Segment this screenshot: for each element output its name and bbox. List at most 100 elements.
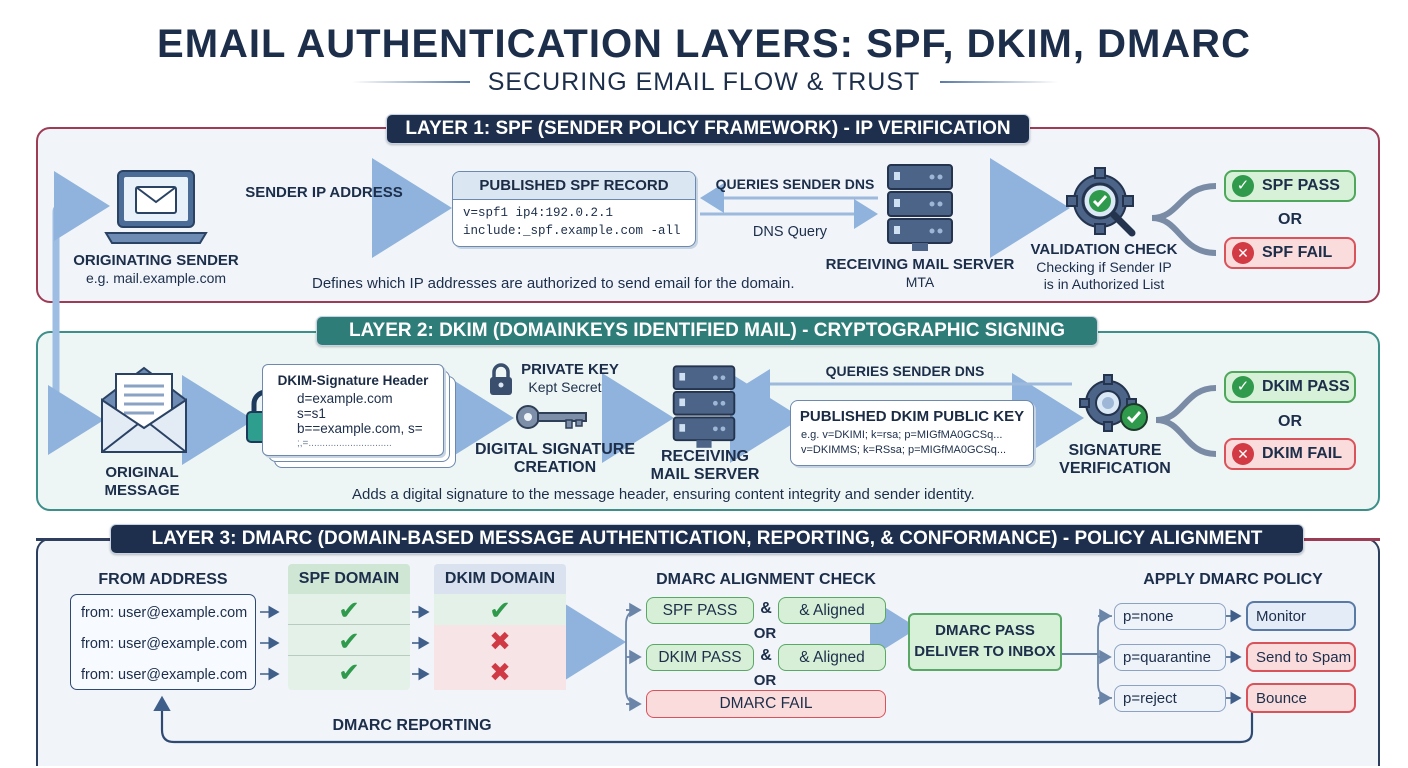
action-send-to-spam: Send to Spam: [1246, 642, 1356, 672]
message-label2: MESSAGE: [104, 482, 180, 499]
l1-branch-fail: [1151, 215, 1217, 256]
dkim-domain-header: DKIM DOMAIN: [434, 564, 566, 594]
dkim-pass-badge: ✓ DKIM PASS: [1224, 371, 1356, 403]
align-amp-1: &: [760, 600, 772, 617]
sender-label: ORIGINATING SENDER: [73, 252, 239, 269]
kept-secret-label: Kept Secret: [528, 379, 602, 395]
l2-server-label1: RECEIVING: [660, 448, 749, 465]
envelope-letter-icon: [98, 360, 190, 456]
spf-record-line2: include:_spf.example.com -all: [463, 224, 681, 238]
padlock-icon: [486, 362, 516, 396]
l1-server-label: RECEIVING MAIL SERVER: [825, 256, 1015, 273]
l2-server-label2: MAIL SERVER: [650, 466, 760, 483]
dkim-pass-text: DKIM PASS: [1262, 378, 1350, 395]
spf-record-card: PUBLISHED SPF RECORD v=spf1 ip4:192.0.2.…: [452, 171, 696, 247]
laptop-mail-icon: [104, 167, 208, 249]
dkim-domain-column: DKIM DOMAIN: [434, 564, 566, 690]
dkim-header-line2: s=s1: [297, 406, 326, 421]
policy-header: APPLY DMARC POLICY: [1143, 571, 1323, 588]
check-icon: ✓: [1232, 376, 1254, 398]
gear-magnifier-icon: [1064, 165, 1144, 243]
dkim-pubkey-title: PUBLISHED DKIM PUBLIC KEY: [799, 408, 1025, 425]
layer2-note: Adds a digital signature to the message …: [352, 486, 975, 503]
checkmark-icon: ✔: [338, 595, 360, 625]
l1-or: OR: [1278, 211, 1302, 228]
check-icon: ✓: [1232, 175, 1254, 197]
dkim-header-title: DKIM-Signature Header: [277, 373, 429, 388]
spf-record-line1: v=spf1 ip4:192.0.2.1: [463, 206, 614, 220]
server-icon-2: [668, 364, 740, 452]
dmarc-pass-box: DMARC PASS DELIVER TO INBOX: [908, 613, 1062, 671]
from-row: from: user@example.com: [81, 636, 248, 652]
spf-domain-column: SPF DOMAIN: [288, 564, 410, 690]
layer1-banner: LAYER 1: SPF (SENDER POLICY FRAMEWORK) -…: [386, 114, 1030, 144]
dkim-pubkey-line1: e.g. v=DKIMI; k=rsa; p=MIGfMA0GCSq...: [801, 429, 1003, 441]
validation-check-sub2: is in Authorized List: [1043, 276, 1165, 292]
spf-fail-badge: ✕ SPF FAIL: [1224, 237, 1356, 269]
l2-queries-label: QUERIES SENDER DNS: [825, 363, 985, 379]
cross-icon: ✕: [1232, 443, 1254, 465]
sender-sub: e.g. mail.example.com: [85, 270, 227, 286]
align-spf-pass: SPF PASS: [646, 597, 754, 624]
x-mark-icon: ✖: [489, 657, 511, 687]
validation-check-label: VALIDATION CHECK: [1030, 241, 1178, 258]
l2-branch-fail: [1155, 417, 1217, 457]
spf-fail-text: SPF FAIL: [1262, 244, 1333, 261]
align-dmarc-fail: DMARC FAIL: [646, 690, 886, 718]
private-key-label: PRIVATE KEY: [521, 361, 619, 378]
align-or-2: OR: [753, 672, 777, 689]
checkmark-icon: ✔: [338, 626, 360, 656]
dkim-fail-badge: ✕ DKIM FAIL: [1224, 438, 1356, 470]
spf-pass-badge: ✓ SPF PASS: [1224, 170, 1356, 202]
key-icon: [514, 402, 590, 432]
from-row: from: user@example.com: [81, 667, 248, 683]
gear-check-icon: [1078, 373, 1152, 437]
link-layer1-entry: [52, 171, 110, 400]
l1-branch-pass: [1151, 183, 1217, 221]
l1-queries-label: QUERIES SENDER DNS: [715, 176, 875, 192]
spf-record-title: PUBLISHED SPF RECORD: [453, 172, 695, 200]
l1-dns-query: DNS Query: [752, 224, 828, 240]
dkim-header-line4: ;,=..............................: [297, 438, 392, 449]
message-label1: ORIGINAL: [105, 464, 179, 481]
align-aligned-1: & Aligned: [778, 597, 886, 624]
dkim-header-card: DKIM-Signature Header d=example.com s=s1…: [262, 364, 444, 456]
align-dkim-pass: DKIM PASS: [646, 644, 754, 671]
spf-domain-header: SPF DOMAIN: [288, 564, 410, 594]
link-layer2-entry: [48, 385, 104, 455]
subtitle-rule-right: [940, 81, 1058, 83]
align-amp-2: &: [760, 647, 772, 664]
policy-none: p=none: [1114, 603, 1226, 630]
dkim-header-line1: d=example.com: [297, 391, 393, 406]
alignment-check-header: DMARC ALIGNMENT CHECK: [656, 571, 876, 588]
align-aligned-2: & Aligned: [778, 644, 886, 671]
spf-results: ✔✔✔: [288, 594, 410, 690]
spf-pass-text: SPF PASS: [1262, 177, 1340, 194]
layer3-banner: LAYER 3: DMARC (DOMAIN-BASED MESSAGE AUT…: [110, 524, 1304, 554]
dkim-results: ✔✖✖: [434, 594, 566, 690]
l2-or: OR: [1278, 413, 1302, 430]
dkim-pubkey-card: PUBLISHED DKIM PUBLIC KEY e.g. v=DKIMI; …: [790, 400, 1034, 466]
align-or-1: OR: [753, 625, 777, 642]
spf-record-body: v=spf1 ip4:192.0.2.1 include:_spf.exampl…: [453, 200, 695, 244]
dmarc-reporting-loop: [153, 695, 1254, 744]
verify-label1: SIGNATURE: [1068, 442, 1162, 459]
sender-ip-label: SENDER IP ADDRESS: [245, 184, 403, 201]
cross-icon: ✕: [1232, 242, 1254, 264]
layer1-note: Defines which IP addresses are authorize…: [312, 275, 795, 292]
dkim-pubkey-line2: v=DKIMMS; k=RSsa; p=MIGfMA0GCSq...: [801, 444, 1007, 456]
from-address-box: from: user@example.com from: user@exampl…: [70, 594, 256, 690]
layer2-banner: LAYER 2: DKIM (DOMAINKEYS IDENTIFIED MAI…: [316, 316, 1098, 346]
x-mark-icon: ✖: [489, 626, 511, 656]
action-bounce: Bounce: [1246, 683, 1356, 713]
deliver-inbox-label: DELIVER TO INBOX: [914, 643, 1056, 660]
from-row: from: user@example.com: [81, 605, 248, 621]
verify-label2: VERIFICATION: [1059, 460, 1171, 477]
server-icon: [882, 163, 958, 255]
checkmark-icon: ✔: [338, 657, 360, 687]
sig-creation-label1: DIGITAL SIGNATURE: [475, 441, 635, 458]
l1-server-sub: MTA: [905, 274, 935, 290]
dkim-fail-text: DKIM FAIL: [1262, 445, 1342, 462]
validation-check-sub1: Checking if Sender IP: [1036, 259, 1172, 275]
